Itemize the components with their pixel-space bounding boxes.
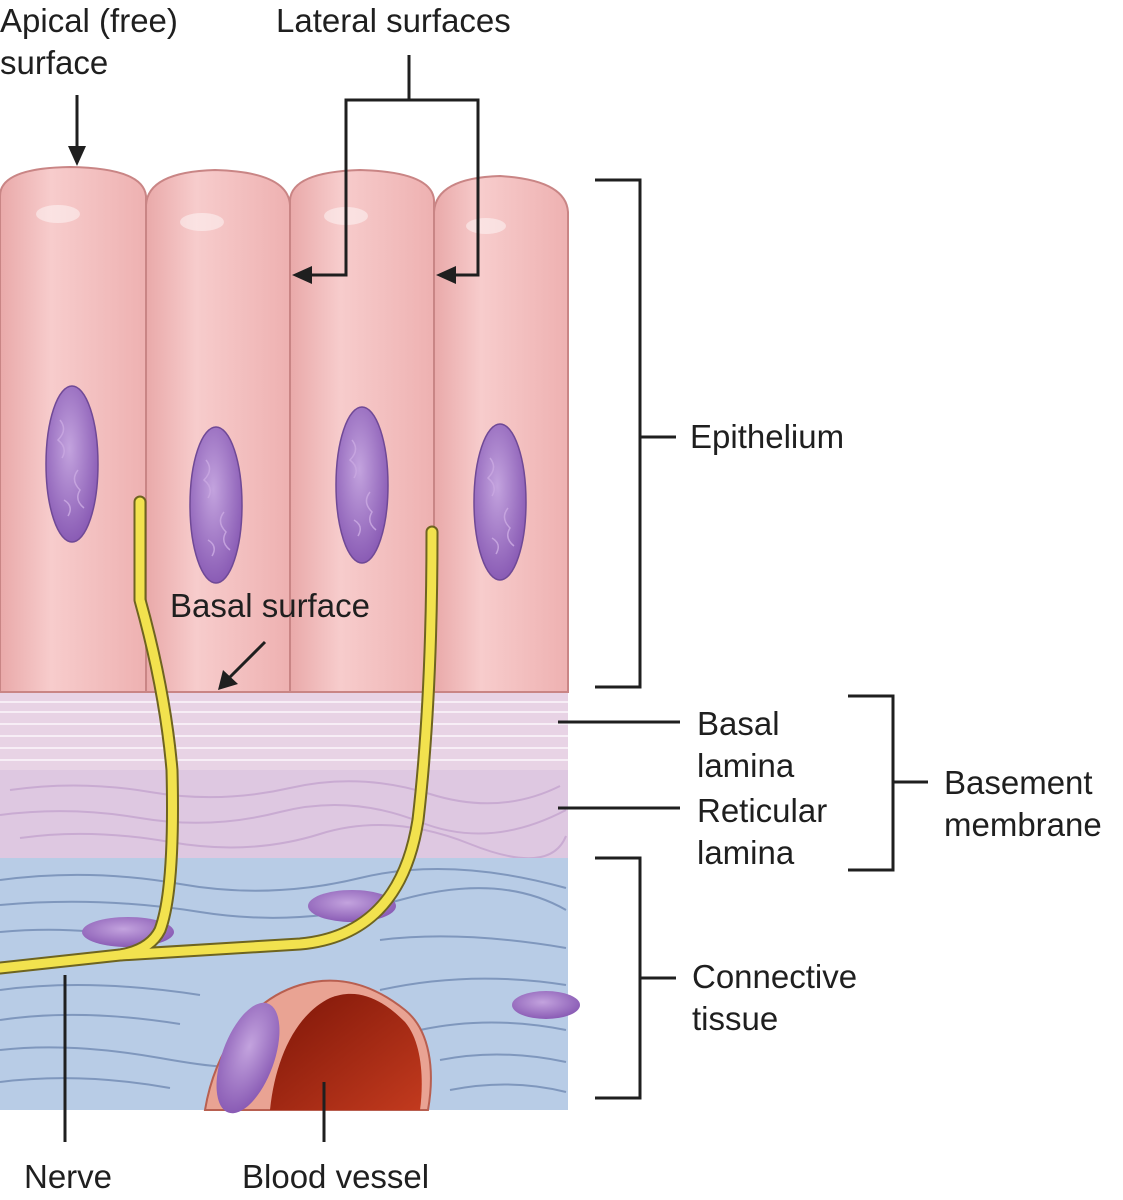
apical-surface-label: Apical (free) surface	[0, 0, 178, 84]
nerve-fiber	[0, 495, 439, 975]
epithelium-bracket	[595, 178, 642, 689]
brackets	[595, 178, 928, 1100]
nerve-label: Nerve	[24, 1158, 113, 1195]
reticular-lamina-label-line1: Reticular	[697, 792, 828, 829]
basal-lamina-label: Basal lamina	[697, 703, 794, 787]
basal-lamina-label-line1: Basal	[697, 705, 780, 742]
connective-tissue-fibers	[0, 868, 567, 1093]
basement-membrane-bracket	[848, 694, 895, 872]
connective-tissue-label: Connective tissue	[692, 956, 857, 1040]
basement-membrane-label-line1: Basement	[944, 764, 1093, 801]
basal-lamina-layer	[0, 692, 568, 770]
cell-highlights	[36, 205, 506, 234]
connective-tissue-bracket	[595, 856, 642, 1100]
apical-surface-label-line1: Apical (free)	[0, 2, 178, 39]
cell-nuclei	[45, 385, 527, 584]
lateral-surfaces-label: Lateral surfaces	[276, 2, 511, 39]
reticular-lamina-label-line2: lamina	[697, 834, 795, 871]
leader-lines	[63, 55, 680, 1142]
arrowheads	[68, 146, 456, 690]
epithelium-label: Epithelium	[690, 418, 845, 455]
basement-membrane-label: Basement membrane	[944, 762, 1102, 846]
chromatin	[56, 419, 515, 557]
blood-vessel-label: Blood vessel	[242, 1158, 430, 1195]
connective-tissue-label-line2: tissue	[692, 1000, 779, 1037]
reticular-lamina-fibers	[0, 780, 567, 860]
reticular-lamina-label: Reticular lamina	[697, 790, 827, 874]
basal-lamina-label-line2: lamina	[697, 747, 795, 784]
basal-lamina-lines	[0, 701, 568, 761]
apical-surface-label-line2: surface	[0, 44, 109, 81]
basement-membrane-label-line2: membrane	[944, 806, 1102, 843]
reticular-lamina-layer	[0, 770, 568, 858]
connective-tissue-label-line1: Connective	[692, 958, 858, 995]
blood-vessel	[203, 979, 432, 1114]
basal-surface-label: Basal surface	[170, 587, 370, 624]
